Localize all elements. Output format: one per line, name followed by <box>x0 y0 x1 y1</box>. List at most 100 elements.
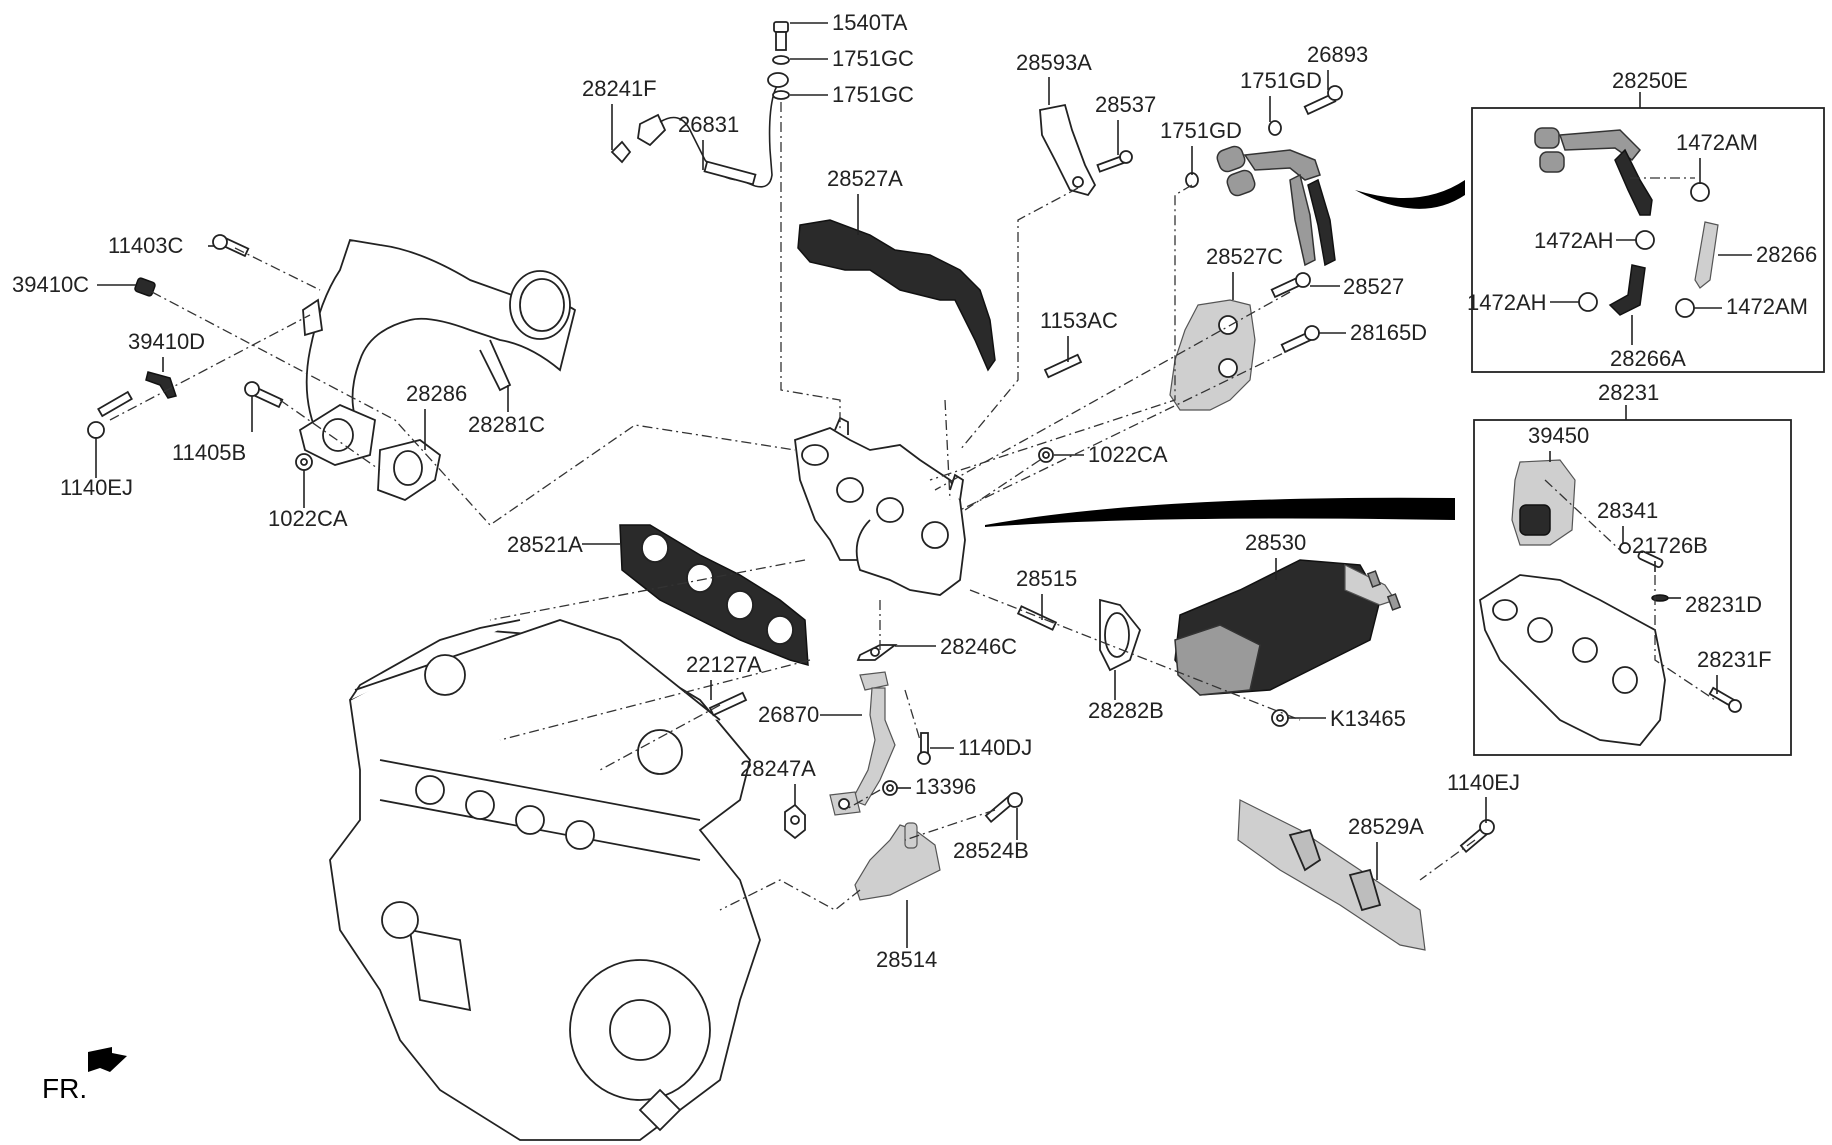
callout-28231D: 28231D <box>1668 592 1762 617</box>
callout-28529A: 28529A <box>1348 814 1424 880</box>
part-number-label[interactable]: 22127A <box>686 652 762 677</box>
part-number-label[interactable]: 1472AH <box>1467 290 1547 315</box>
part-number-label[interactable]: 28521A <box>507 532 583 557</box>
part-number-label[interactable]: 28281C <box>468 412 545 437</box>
turbo-inlet-pipe <box>298 238 577 466</box>
callout-11403C: 11403C <box>108 233 214 258</box>
part-number-label[interactable]: 28247A <box>740 756 816 781</box>
part-number-label[interactable]: 28341 <box>1597 498 1658 523</box>
stud-22127A <box>708 691 748 717</box>
callout-28266A: 28266A <box>1610 315 1686 371</box>
part-number-label[interactable]: 28246C <box>940 634 1017 659</box>
part-number-label[interactable]: 26893 <box>1307 42 1368 67</box>
part-number-label[interactable]: 1540TA <box>832 10 908 35</box>
callout-28247A: 28247A <box>740 756 816 805</box>
callout-26893: 26893 <box>1307 42 1368 90</box>
part-number-label[interactable]: 39410D <box>128 329 205 354</box>
callout-28537: 28537 <box>1095 92 1156 155</box>
washer-1751GD-1 <box>1185 172 1199 188</box>
stud-28515 <box>1016 605 1058 631</box>
callout-1751GC: 1751GC <box>790 82 914 107</box>
part-number-label[interactable]: 1751GD <box>1160 118 1242 143</box>
bolt-1140DJ <box>917 732 931 765</box>
callout-1472AM: 1472AM <box>1676 130 1758 184</box>
part-number-label[interactable]: 28527C <box>1206 244 1283 269</box>
part-number-label[interactable]: 28524B <box>953 838 1029 863</box>
part-number-label[interactable]: 28593A <box>1016 50 1092 75</box>
callout-39410C: 39410C <box>12 272 136 297</box>
bolt-1140EJ-right <box>1459 819 1495 853</box>
bolt-11405B <box>244 381 284 409</box>
part-number-label[interactable]: 28515 <box>1016 566 1077 591</box>
callout-28231: 28231 <box>1598 380 1659 405</box>
part-number-label[interactable]: 28282B <box>1088 698 1164 723</box>
part-number-label[interactable]: 28530 <box>1245 530 1306 555</box>
callout-1751GC: 1751GC <box>790 46 914 71</box>
alignment-lines <box>109 102 1476 911</box>
part-number-label[interactable]: 28231 <box>1598 380 1659 405</box>
heat-shield-upper <box>797 219 996 372</box>
part-number-label[interactable]: 28250E <box>1612 68 1688 93</box>
oil-feed-pipe <box>610 72 789 188</box>
callout-28241F: 28241F <box>582 76 657 150</box>
part-number-label[interactable]: 1022CA <box>268 506 348 531</box>
water-pipe-main <box>1216 145 1336 267</box>
callout-28593A: 28593A <box>1016 50 1092 105</box>
callout-wedge-28231 <box>985 497 1455 527</box>
part-number-label[interactable]: 13396 <box>915 774 976 799</box>
part-number-label[interactable]: 28537 <box>1095 92 1156 117</box>
nut-1022CA-center <box>1038 447 1054 463</box>
callout-1472AH: 1472AH <box>1534 228 1636 253</box>
part-number-label[interactable]: 39410C <box>12 272 89 297</box>
part-number-label[interactable]: 1022CA <box>1088 442 1168 467</box>
part-number-label[interactable]: 21726B <box>1632 533 1708 558</box>
callout-28524B: 28524B <box>953 808 1029 863</box>
part-number-label[interactable]: 1751GC <box>832 46 914 71</box>
part-number-label[interactable]: 1751GC <box>832 82 914 107</box>
callout-1153AC: 1153AC <box>1040 308 1118 362</box>
part-number-label[interactable]: 28266A <box>1610 346 1686 371</box>
part-number-label[interactable]: 26870 <box>758 702 819 727</box>
callout-11405B: 11405B <box>172 396 253 465</box>
part-number-label[interactable]: 1472AM <box>1676 130 1758 155</box>
part-number-label[interactable]: 1153AC <box>1040 308 1118 333</box>
callout-28527C: 28527C <box>1206 244 1283 300</box>
part-number-label[interactable]: 1472AM <box>1726 294 1808 319</box>
part-number-label[interactable]: 1751GD <box>1240 68 1322 93</box>
part-number-label[interactable]: 28286 <box>406 381 467 406</box>
part-number-label[interactable]: 28165D <box>1350 320 1427 345</box>
part-number-label[interactable]: 28527 <box>1343 274 1404 299</box>
part-number-label[interactable]: 1140DJ <box>958 735 1032 760</box>
bolt-11403C <box>212 234 250 258</box>
heat-shield-turbo <box>1169 299 1256 411</box>
part-number-label[interactable]: 28241F <box>582 76 657 101</box>
clip-39410C <box>134 277 156 297</box>
part-number-label[interactable]: 11403C <box>108 233 184 258</box>
callout-21726B: 21726B <box>1632 533 1708 572</box>
part-number-label[interactable]: 1140EJ <box>1447 770 1520 795</box>
nut-K13465 <box>1271 709 1289 727</box>
part-number-label[interactable]: 26831 <box>678 112 739 137</box>
front-direction-indicator: FR. <box>42 1047 127 1104</box>
callout-26831: 26831 <box>678 112 739 170</box>
part-number-label[interactable]: 28231F <box>1697 647 1772 672</box>
bolt-28165D <box>1280 325 1320 354</box>
part-number-label[interactable]: 28231D <box>1685 592 1762 617</box>
callout-28341: 28341 <box>1597 498 1658 543</box>
part-number-label[interactable]: 1472AH <box>1534 228 1614 253</box>
callout-39450: 39450 <box>1528 423 1589 462</box>
banjo-bolt-1540TA <box>773 21 789 51</box>
bolt-28524B <box>984 792 1023 823</box>
part-number-label[interactable]: 28266 <box>1756 242 1817 267</box>
callout-28246C: 28246C <box>895 634 1017 659</box>
part-number-label[interactable]: 28527A <box>827 166 903 191</box>
gasket-28246C <box>856 644 898 661</box>
washer-1751GD-2 <box>1268 120 1282 136</box>
part-number-label[interactable]: 28514 <box>876 947 937 972</box>
part-number-label[interactable]: K13465 <box>1330 706 1406 731</box>
part-number-label[interactable]: 28529A <box>1348 814 1424 839</box>
part-number-label[interactable]: 39450 <box>1528 423 1589 448</box>
part-number-label[interactable]: 11405B <box>172 440 246 465</box>
part-number-label[interactable]: 1140EJ <box>60 475 133 500</box>
callout-1140EJ: 1140EJ <box>60 437 133 500</box>
